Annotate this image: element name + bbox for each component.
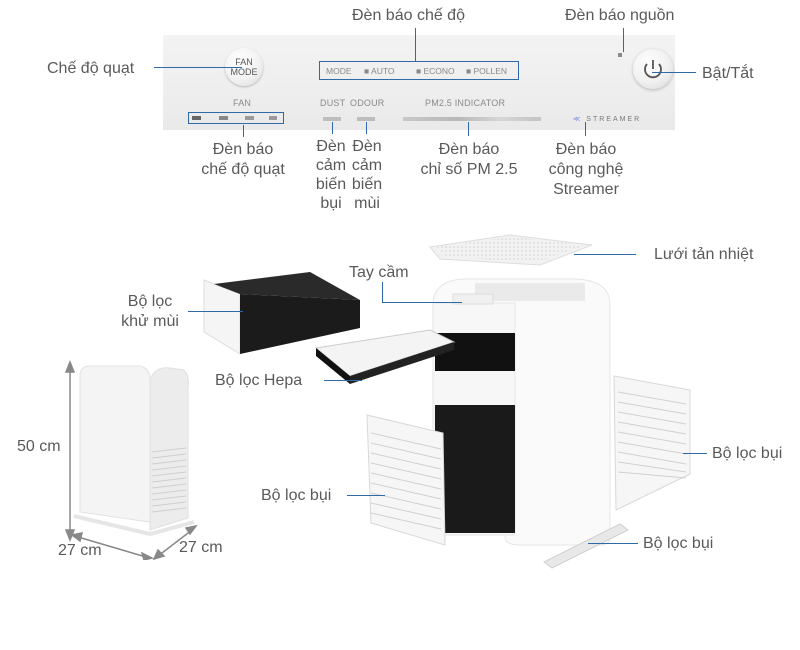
callout-line: [382, 282, 383, 302]
mode-auto: ■ AUTO: [364, 66, 395, 76]
fan-speed-indicator: [188, 112, 284, 124]
power-button[interactable]: [633, 49, 673, 89]
purifier-unit-image: [432, 278, 611, 546]
callout-line: [382, 302, 462, 303]
mode-pollen: ■ POLLEN: [466, 66, 508, 76]
callout-line: [324, 380, 362, 381]
hepa-filter-label: Bộ lọc Hepa: [215, 372, 303, 389]
mode-indicator-box: MODE ■ AUTO ■ ECONO ■ POLLEN: [319, 61, 519, 80]
mode-econo: ■ ECONO: [416, 66, 455, 76]
width-dimension: 27 cm: [58, 542, 102, 559]
callout-line: [652, 72, 696, 73]
callout-line: [188, 311, 243, 312]
power-button-label: Bật/Tắt: [702, 65, 754, 82]
dust-filter-left-label: Bộ lọc bụi: [261, 487, 332, 504]
callout-line: [347, 495, 385, 496]
callout-line: [588, 543, 638, 544]
callout-line: [623, 28, 624, 52]
callout-line: [366, 122, 367, 134]
streamer-icon: ≪: [573, 116, 583, 123]
deodorizing-filter-image: [203, 272, 360, 355]
fan-mode-button-label: FAN MODE: [230, 57, 258, 77]
height-dimension: 50 cm: [17, 438, 61, 455]
fan-label: FAN: [233, 98, 252, 108]
power-led: [618, 53, 622, 57]
callout-line: [683, 453, 707, 454]
control-panel: FAN MODE MODE ■ AUTO ■ ECONO ■ POLLEN FA…: [163, 35, 675, 130]
dust-sensor-led: [323, 117, 341, 121]
purifier-dimensions-image: [73, 365, 195, 537]
mode-label: MODE: [326, 66, 352, 76]
dust-filter-left-image: [366, 414, 446, 546]
dust-label: DUST: [320, 98, 346, 108]
callout-line: [585, 122, 586, 136]
callout-line: [468, 122, 469, 136]
power-indicator-label: Đèn báo nguồn: [565, 7, 675, 24]
dust-filter-right-label: Bộ lọc bụi: [712, 445, 783, 462]
heat-grille-image: [429, 234, 593, 266]
heat-grille-label: Lưới tản nhiệt: [654, 246, 754, 263]
callout-line: [415, 28, 416, 62]
dust-filter-right-image: [613, 375, 691, 511]
handle-label: Tay cầm: [349, 264, 409, 281]
power-icon: [644, 60, 662, 79]
streamer-label: ≪ STREAMER: [573, 116, 642, 123]
pm25-indicator-bar: [403, 117, 541, 121]
callout-line: [154, 67, 242, 68]
fan-mode-label: Chế độ quạt: [47, 60, 135, 77]
dust-filter-bottom-image: [543, 523, 629, 569]
mode-indicator-label: Đèn báo chế độ: [352, 7, 465, 24]
dust-filter-bottom-label: Bộ lọc bụi: [643, 535, 714, 552]
hepa-filter-image: [314, 329, 456, 384]
callout-line: [243, 125, 244, 137]
callout-line: [574, 254, 636, 255]
pm25-label: PM2.5 INDICATOR: [425, 98, 506, 108]
odour-label: ODOUR: [350, 98, 385, 108]
depth-dimension: 27 cm: [179, 539, 223, 556]
dimension-arrows: [64, 360, 198, 560]
callout-line: [332, 122, 333, 134]
odour-sensor-led: [357, 117, 375, 121]
